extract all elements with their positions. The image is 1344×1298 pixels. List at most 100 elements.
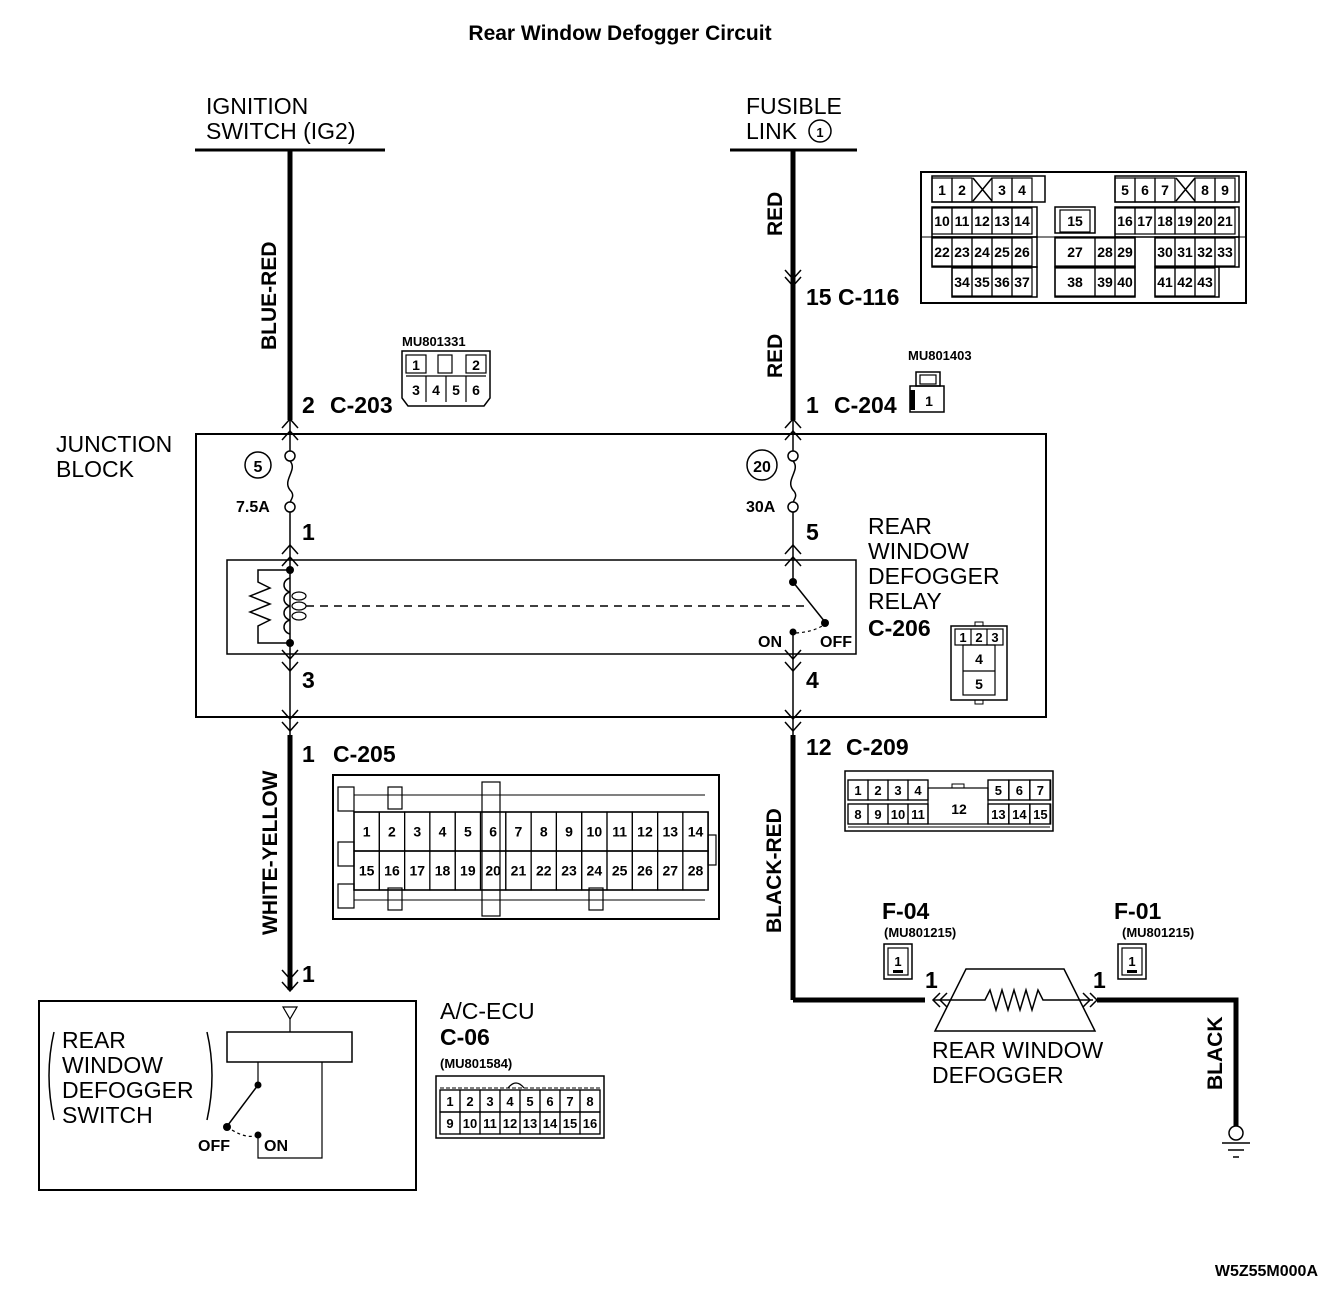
c205-pin-22: 22 xyxy=(536,863,552,879)
c116-pin-5: 5 xyxy=(1121,182,1129,198)
c06-pin-5: 5 xyxy=(526,1094,533,1109)
c116-pin-21: 21 xyxy=(1217,213,1233,229)
switch-logic-block xyxy=(226,1031,353,1063)
c116-pin-17: 17 xyxy=(1137,213,1153,229)
c206-pin-5: 5 xyxy=(975,676,983,692)
c116-pin-30: 30 xyxy=(1157,244,1173,260)
c209-pin-3: 3 xyxy=(894,783,901,798)
f01-connector-face: 1 xyxy=(1117,943,1147,980)
relay-on-label: ON xyxy=(758,634,782,651)
c06-pin-7: 7 xyxy=(566,1094,573,1109)
c209-pin-15-cell xyxy=(1029,803,1052,825)
fusible-label-line2: LINK xyxy=(746,118,798,144)
c205-connector-face xyxy=(332,774,720,920)
c116-pin-29: 29 xyxy=(1117,244,1133,260)
c116-pin-40-cell xyxy=(1114,267,1136,297)
c06-pin-14: 14 xyxy=(543,1116,558,1131)
c209-pin-1: 1 xyxy=(854,783,861,798)
relay-off-label: OFF xyxy=(820,634,852,651)
c116-pin: 15 xyxy=(806,284,832,310)
defogger-right-pin: 1 xyxy=(1093,967,1106,993)
c205-pin-7: 7 xyxy=(515,824,523,840)
c116-pin-3: 3 xyxy=(998,182,1006,198)
ignition-switch-source: IGNITION SWITCH (IG2) xyxy=(195,93,385,152)
c209-pin-6: 6 xyxy=(1016,783,1023,798)
switch-off-label: OFF xyxy=(198,1138,230,1155)
c116-pin-34: 34 xyxy=(954,274,970,290)
c116-pin-23: 23 xyxy=(954,244,970,260)
c209-pin-10: 10 xyxy=(891,807,905,822)
c205-pin-26: 26 xyxy=(637,863,653,879)
c116-pin-24: 24 xyxy=(974,244,990,260)
relay-coil xyxy=(247,566,307,647)
c205-pin-1: 1 xyxy=(363,824,371,840)
c204-pin: 1 xyxy=(806,392,819,418)
ac-ecu-connector-id: C-06 xyxy=(440,1024,490,1050)
c203-pin: 2 xyxy=(302,392,315,418)
c116-pin-7-cell xyxy=(1154,177,1176,203)
jb-pin-1: 1 xyxy=(302,519,315,545)
c205-pin-11: 11 xyxy=(612,824,627,840)
fuse-left-rating: 7.5A xyxy=(236,499,270,516)
wire-label-blue-red: BLUE-RED xyxy=(258,242,281,351)
c205-pin-20: 20 xyxy=(485,863,501,879)
c203-connector-face: 1 2 3 4 5 6 xyxy=(401,350,491,407)
f01-id: F-01 xyxy=(1114,898,1162,924)
c116-pin-26-cell xyxy=(1011,237,1033,267)
c205-pin-18: 18 xyxy=(435,863,451,879)
c116-pin-4: 4 xyxy=(1018,182,1026,198)
c116-pin-20: 20 xyxy=(1197,213,1213,229)
diagram-title: Rear Window Defogger Circuit xyxy=(468,22,771,45)
c203-id: C-203 xyxy=(330,392,393,418)
c209-pin-14: 14 xyxy=(1012,807,1027,822)
c116-pin-15: 15 xyxy=(1067,213,1083,229)
c205-pin-3: 3 xyxy=(413,824,421,840)
c203-pin-4: 4 xyxy=(432,382,440,398)
c203-pin-3: 3 xyxy=(412,382,420,398)
c116-pin-2-cell xyxy=(951,177,973,203)
c209-pin-7: 7 xyxy=(1037,783,1044,798)
c06-pin-8: 8 xyxy=(586,1094,593,1109)
fusible-link-number-circle xyxy=(808,119,832,143)
c116-pin-21-cell xyxy=(1214,207,1236,235)
c116-pin-22: 22 xyxy=(934,244,950,260)
c209-pin-15: 15 xyxy=(1033,807,1047,822)
f04-id: F-04 xyxy=(882,898,930,924)
c116-id: C-116 xyxy=(838,284,899,310)
figure-code: W5Z55M000A xyxy=(1215,1263,1319,1280)
switch-on-label: ON xyxy=(264,1138,288,1155)
c205-pin-28: 28 xyxy=(688,863,704,879)
c116-pin-13: 13 xyxy=(994,213,1010,229)
wire-label-red-lower: RED xyxy=(764,334,787,378)
c209-pin-5: 5 xyxy=(995,783,1002,798)
c209-pin-4: 4 xyxy=(914,783,922,798)
c209-pin-12: 12 xyxy=(951,801,967,817)
c205-pin-2: 2 xyxy=(388,824,396,840)
c116-pin-39: 39 xyxy=(1097,274,1113,290)
c06-pin-13: 13 xyxy=(523,1116,537,1131)
f04-connector-face: 1 xyxy=(883,943,913,980)
c205-pin-12: 12 xyxy=(637,824,653,840)
fusible-label-line1: FUSIBLE xyxy=(746,93,842,119)
c209-pin-9: 9 xyxy=(874,807,881,822)
c205-pin-27: 27 xyxy=(662,863,678,879)
c06-pin-15: 15 xyxy=(563,1116,577,1131)
jb-pin-3: 3 xyxy=(302,667,315,693)
c116-pin-14: 14 xyxy=(1014,213,1030,229)
c205-pin-14: 14 xyxy=(688,824,704,840)
junction-block-outline xyxy=(195,433,1047,718)
c206-pin-1: 1 xyxy=(959,630,966,645)
c209-pin-8: 8 xyxy=(854,807,861,822)
c06-pin-16: 16 xyxy=(583,1116,597,1131)
c206-connector-face: 1 2 3 4 5 xyxy=(950,621,1008,705)
junction-block-label-line2: BLOCK xyxy=(56,456,135,482)
c205-pin-28-cell xyxy=(682,850,709,891)
jb-pin-5: 5 xyxy=(806,519,819,545)
c116-pin-8: 8 xyxy=(1201,182,1209,198)
defogger-left-pin: 1 xyxy=(925,967,938,993)
jb-pin-4: 4 xyxy=(806,667,819,693)
rear-window-defogger-element xyxy=(931,968,1099,1032)
junction-block-label-line1: JUNCTION xyxy=(56,431,172,457)
c209-pin-13: 13 xyxy=(991,807,1005,822)
